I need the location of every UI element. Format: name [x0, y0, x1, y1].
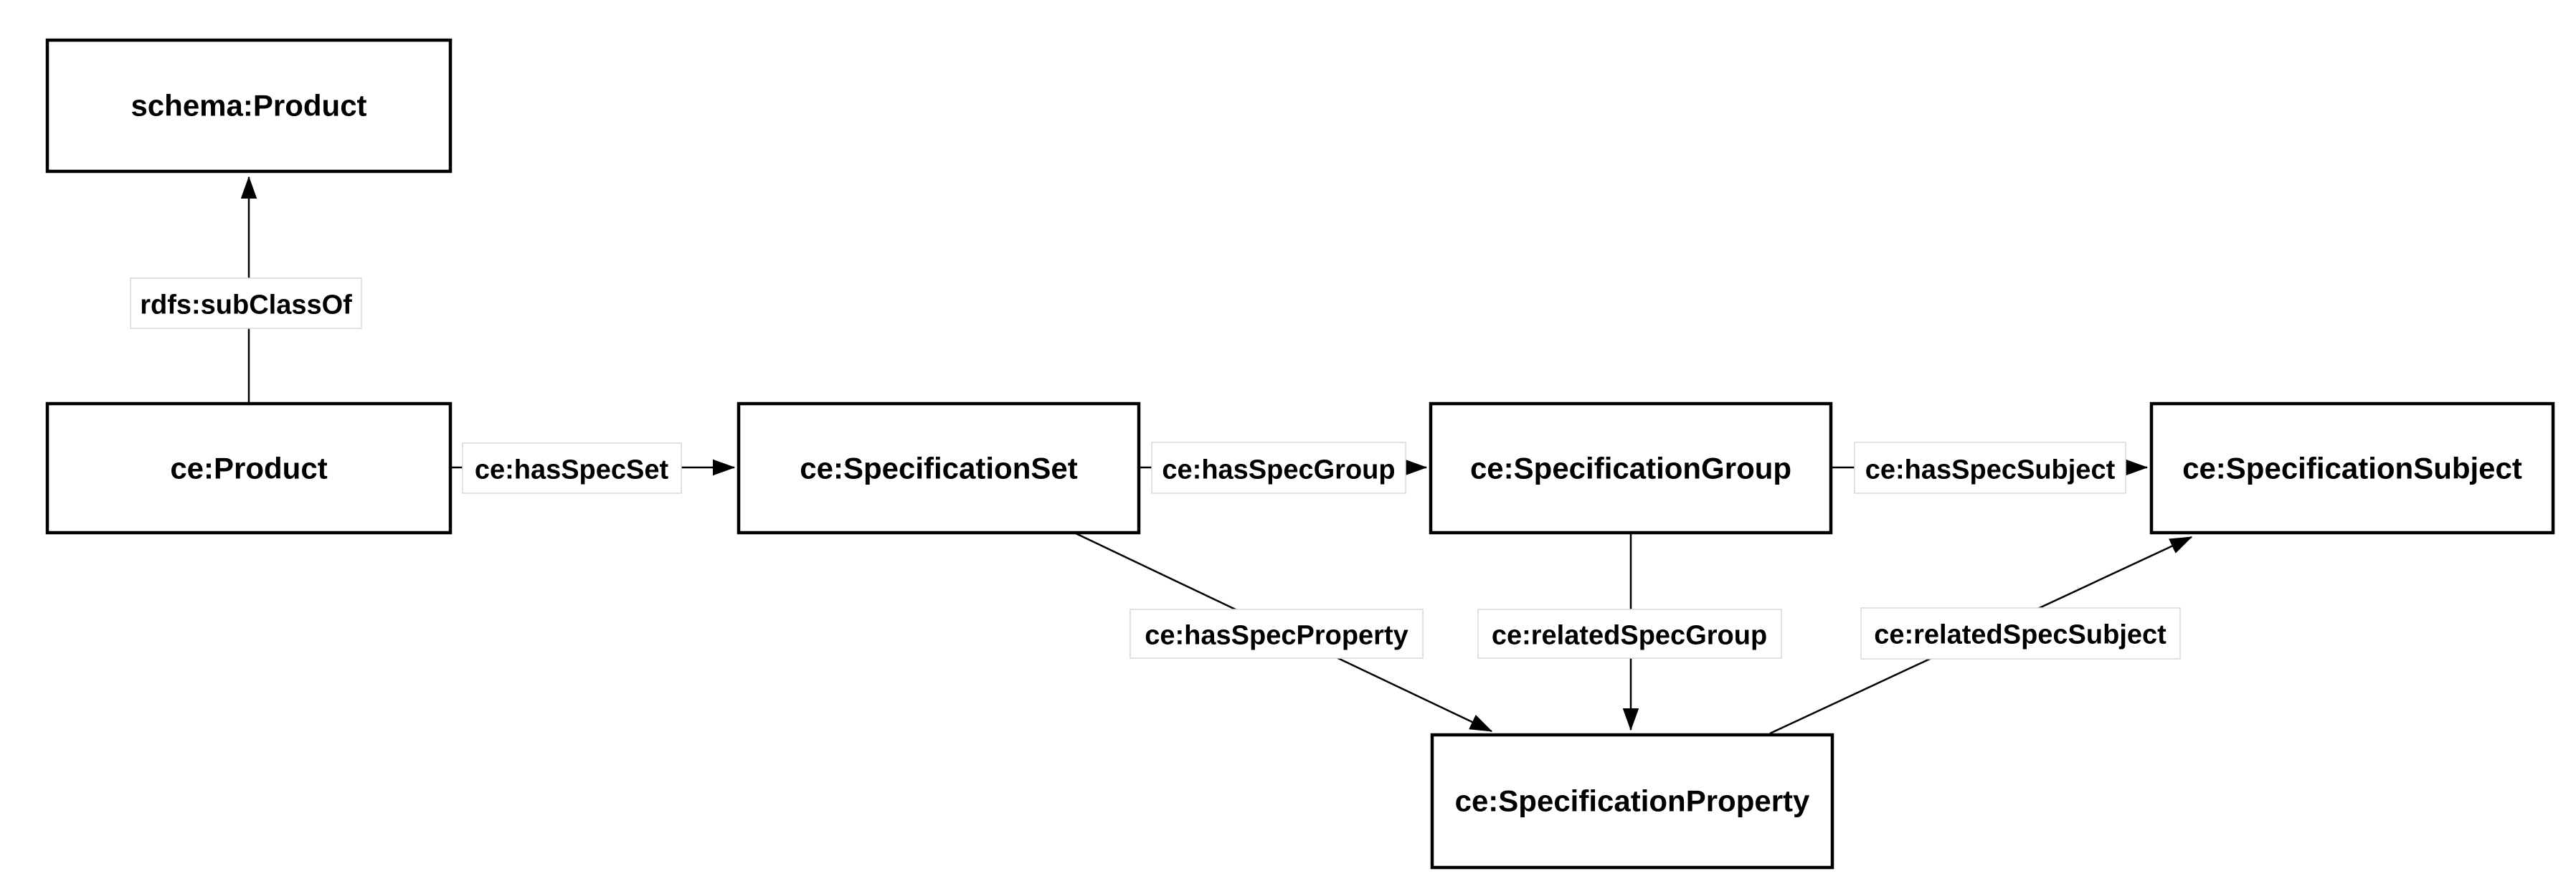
node-specification-property: ce:SpecificationProperty — [1430, 733, 1834, 870]
edge-label-has-spec-subject-text: ce:hasSpecSubject — [1865, 455, 2116, 485]
node-specification-set-box — [737, 401, 1141, 535]
edge-label-has-spec-property: ce:hasSpecProperty — [1130, 609, 1424, 659]
node-specification-property-box — [1430, 733, 1834, 870]
edge-label-related-spec-group-text: ce:relatedSpecGroup — [1492, 620, 1767, 650]
node-schema-product-label: schema:Product — [131, 89, 366, 123]
edge-label-has-spec-group-box — [1151, 442, 1406, 494]
node-ce-product: ce:Product — [45, 401, 453, 535]
edge-label-subclassof-text: rdfs:subClassOf — [140, 290, 352, 320]
edge-label-has-spec-set-text: ce:hasSpecSet — [475, 455, 669, 485]
edge-label-has-spec-set-box — [462, 442, 682, 494]
edge-label-has-spec-property-box — [1130, 609, 1424, 659]
edge-label-has-spec-group-text: ce:hasSpecGroup — [1162, 455, 1395, 485]
node-ce-product-box — [45, 401, 453, 535]
edge-label-related-spec-group: ce:relatedSpecGroup — [1477, 609, 1782, 659]
edge-label-subclassof: rdfs:subClassOf — [130, 277, 362, 329]
node-schema-product-box — [45, 38, 453, 173]
edge-label-related-spec-group-box — [1477, 609, 1782, 659]
node-specification-set: ce:SpecificationSet — [737, 401, 1141, 535]
node-specification-group: ce:SpecificationGroup — [1429, 401, 1833, 535]
node-specification-subject: ce:SpecificationSubject — [2149, 401, 2555, 535]
edge-label-has-spec-subject-box — [1854, 442, 2126, 494]
edge-label-related-spec-subject: ce:relatedSpecSubject — [1860, 607, 2181, 660]
edge-label-has-spec-group: ce:hasSpecGroup — [1151, 442, 1406, 494]
edge-label-has-spec-property-text: ce:hasSpecProperty — [1145, 620, 1408, 650]
node-specification-group-label: ce:SpecificationGroup — [1470, 452, 1791, 485]
node-specification-subject-label: ce:SpecificationSubject — [2182, 452, 2522, 485]
node-schema-product: schema:Product — [45, 38, 453, 173]
node-ce-product-label: ce:Product — [170, 452, 327, 485]
edge-label-has-spec-set: ce:hasSpecSet — [462, 442, 682, 494]
edge-label-has-spec-subject: ce:hasSpecSubject — [1854, 442, 2126, 494]
node-specification-subject-box — [2149, 401, 2555, 535]
edge-label-related-spec-subject-box — [1860, 607, 2181, 660]
edge-label-related-spec-subject-text: ce:relatedSpecSubject — [1874, 619, 2167, 650]
edge-label-subclassof-box — [130, 277, 362, 329]
node-specification-property-label: ce:SpecificationProperty — [1455, 784, 1810, 818]
node-specification-set-label: ce:SpecificationSet — [800, 452, 1077, 485]
